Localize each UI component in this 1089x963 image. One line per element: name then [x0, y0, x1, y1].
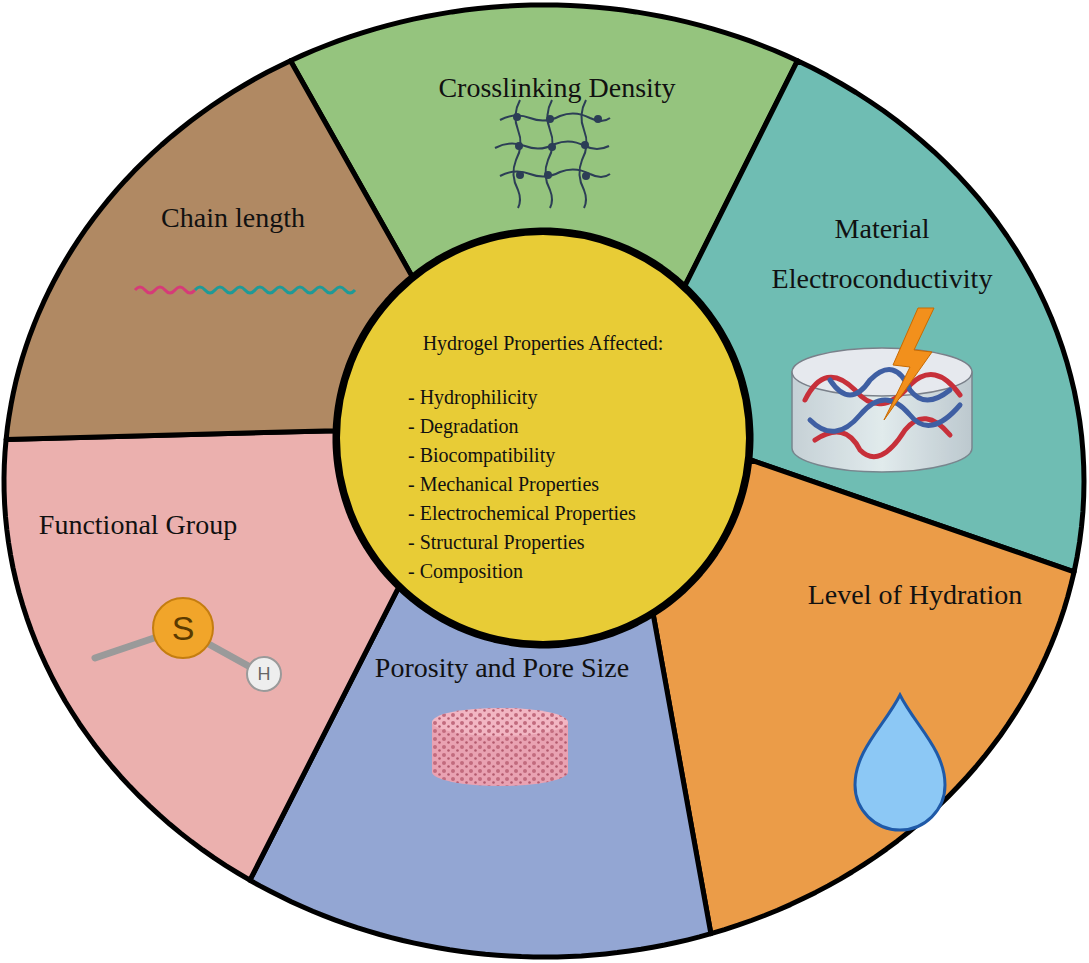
crosslink-dots — [513, 113, 602, 180]
property-item: - Mechanical Properties — [340, 470, 746, 499]
factor-label: Functional Group — [7, 508, 269, 542]
factor-wedge-label: Functional Group — [7, 508, 269, 542]
factor-label: Chain length — [103, 201, 363, 235]
thiol-molecule — [95, 598, 281, 691]
center-heading: Hydrogel Properties Affected: — [340, 331, 746, 355]
property-item: - Structural Properties — [340, 528, 746, 557]
property-item: - Degradation — [340, 412, 746, 441]
factor-wedge-label: Material Electroconductivity — [732, 204, 1032, 304]
atom-symbol: S — [172, 611, 195, 645]
factor-label: Porosity and Pore Size — [327, 651, 677, 685]
factor-label: Crosslinking Density — [367, 71, 747, 105]
atom-symbol: H — [258, 665, 271, 683]
wedge-shape — [4, 431, 399, 881]
chain-teal — [195, 287, 355, 293]
property-item: - Hydrophilicity — [340, 383, 746, 412]
property-item: - Electrochemical Properties — [340, 499, 746, 528]
factor-label: Material Electroconductivity — [732, 204, 1032, 304]
property-item: - Composition — [340, 557, 746, 586]
factor-wedge-label: Level of Hydration — [765, 578, 1065, 612]
chain-pink — [135, 287, 195, 293]
network-icon — [495, 100, 610, 208]
factor-label: Level of Hydration — [765, 578, 1065, 612]
center-circle: Hydrogel Properties Affected: - Hydrophil… — [335, 230, 751, 646]
property-item: - Biocompatibility — [340, 441, 746, 470]
factor-wedge-label: Porosity and Pore Size — [327, 651, 677, 685]
porous-scaffold — [432, 708, 568, 786]
factor-wedge-label: Crosslinking Density — [367, 71, 747, 105]
factor-wedge-label: Chain length — [103, 201, 363, 235]
gel-cylinder — [792, 308, 972, 472]
water-drop — [855, 695, 945, 830]
